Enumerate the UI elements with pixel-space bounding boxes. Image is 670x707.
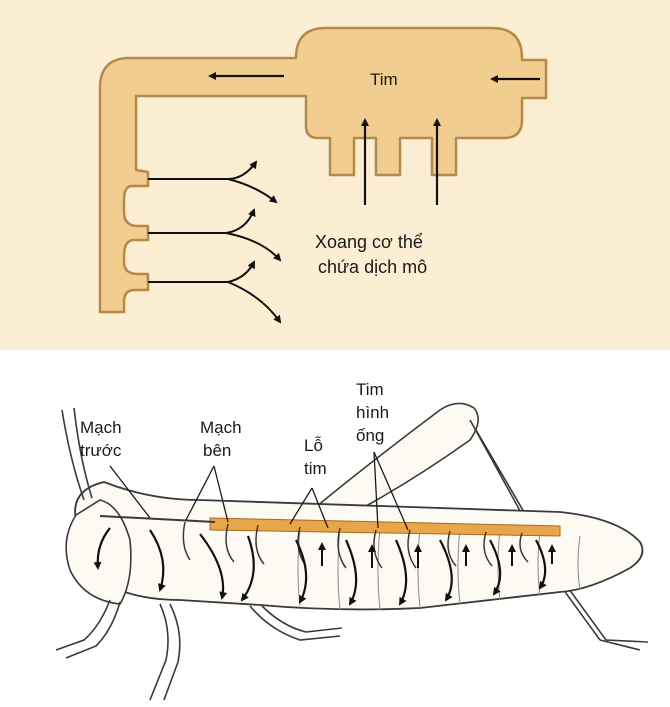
dorsal-vessel-label-line2: trước [80, 441, 122, 460]
front-legs [56, 600, 342, 700]
top-panel: Tim Xoang cơ thể chứa dịch mô [0, 0, 670, 350]
sinus-label-line2: chứa dịch mô [318, 257, 427, 277]
bottom-panel: Mạch trước Mạch bên Lỗ tim Tim hình ống [56, 380, 648, 700]
ostia-label-line2: tim [304, 459, 327, 478]
hind-leg-foot [600, 640, 648, 650]
sinus-label-line1: Xoang cơ thể [315, 232, 423, 252]
heart-label: Tim [370, 70, 398, 89]
tubular-heart-label-line1: Tim [356, 380, 384, 399]
dorsal-vessel-label-line1: Mạch [80, 418, 122, 437]
tubular-heart-label-line2: hình [356, 403, 389, 422]
tubular-heart-label-line3: ống [356, 426, 384, 445]
lateral-vessel-label-line2: bên [203, 441, 231, 460]
ostia-label-line1: Lỗ [304, 436, 323, 455]
lateral-vessel-label-line1: Mạch [200, 418, 242, 437]
